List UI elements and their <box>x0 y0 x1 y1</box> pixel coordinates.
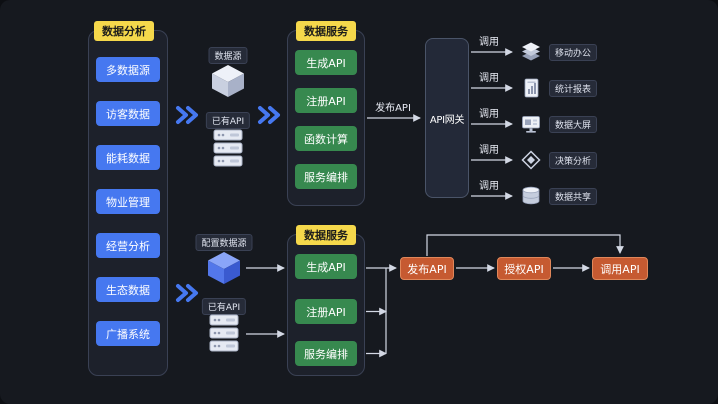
consumer-label-data-big-screen: 数据大屏 <box>549 116 598 133</box>
service-node-orchestration: 服务编排 <box>295 164 357 189</box>
dashboard-screen-icon <box>520 113 542 135</box>
server-stack-icon <box>205 313 243 355</box>
analysis-node-business-analysis: 经营分析 <box>96 233 160 258</box>
call-label-2: 调用 <box>479 73 499 84</box>
data-service-tag-top: 数据服务 <box>296 21 356 41</box>
call-label-5: 调用 <box>479 181 499 192</box>
server-stack-icon <box>209 128 247 170</box>
service-node-generate-api: 生成API <box>295 50 357 75</box>
analysis-node-visitor-data: 访客数据 <box>96 101 160 126</box>
data-source-label: 数据源 <box>208 47 248 64</box>
analysis-node-property-mgmt: 物业管理 <box>96 189 160 214</box>
config-data-source-label: 配置数据源 <box>195 234 253 251</box>
data-service-tag-bottom: 数据服务 <box>296 225 356 245</box>
analysis-node-energy-data: 能耗数据 <box>96 145 160 170</box>
config-data-source-cube-icon <box>205 250 243 286</box>
consumer-label-mobile-office: 移动办公 <box>549 44 598 61</box>
existing-api-label-top: 已有API <box>205 112 251 129</box>
call-label-1: 调用 <box>479 37 499 48</box>
flow-chevron-icon <box>257 105 281 125</box>
consumer-label-statistics-report: 统计报表 <box>549 80 598 97</box>
call-label-4: 调用 <box>479 145 499 156</box>
service-node-orchestration-bottom: 服务编排 <box>295 341 357 366</box>
step-call-api: 调用API <box>592 257 648 280</box>
call-label-3: 调用 <box>479 109 499 120</box>
analysis-node-eco-data: 生态数据 <box>96 277 160 302</box>
documents-stack-icon <box>520 41 542 63</box>
report-chart-icon <box>520 77 542 99</box>
consumer-label-decision-analysis: 决策分析 <box>549 152 598 169</box>
service-node-register-api: 注册API <box>295 88 357 113</box>
service-node-generate-api-bottom: 生成API <box>295 254 357 279</box>
api-gateway-node: API网关 <box>425 38 469 198</box>
data-source-cube-icon <box>209 63 247 99</box>
decision-diamond-icon <box>520 149 542 171</box>
data-analysis-tag: 数据分析 <box>94 21 154 41</box>
consumer-label-data-sharing: 数据共享 <box>549 188 598 205</box>
publish-api-flow-label: 发布API <box>375 103 411 114</box>
publish-to-call-loop-arrow <box>426 234 624 256</box>
database-share-icon <box>520 185 542 207</box>
service-node-register-api-bottom: 注册API <box>295 299 357 324</box>
analysis-node-multi-source: 多数据源 <box>96 57 160 82</box>
step-authorize-api: 授权API <box>497 257 551 280</box>
flow-chevron-icon <box>175 105 199 125</box>
step-publish-api: 发布API <box>400 257 454 280</box>
service-node-function-compute: 函数计算 <box>295 126 357 151</box>
flow-chevron-icon <box>175 283 199 303</box>
analysis-node-broadcast: 广播系统 <box>96 321 160 346</box>
